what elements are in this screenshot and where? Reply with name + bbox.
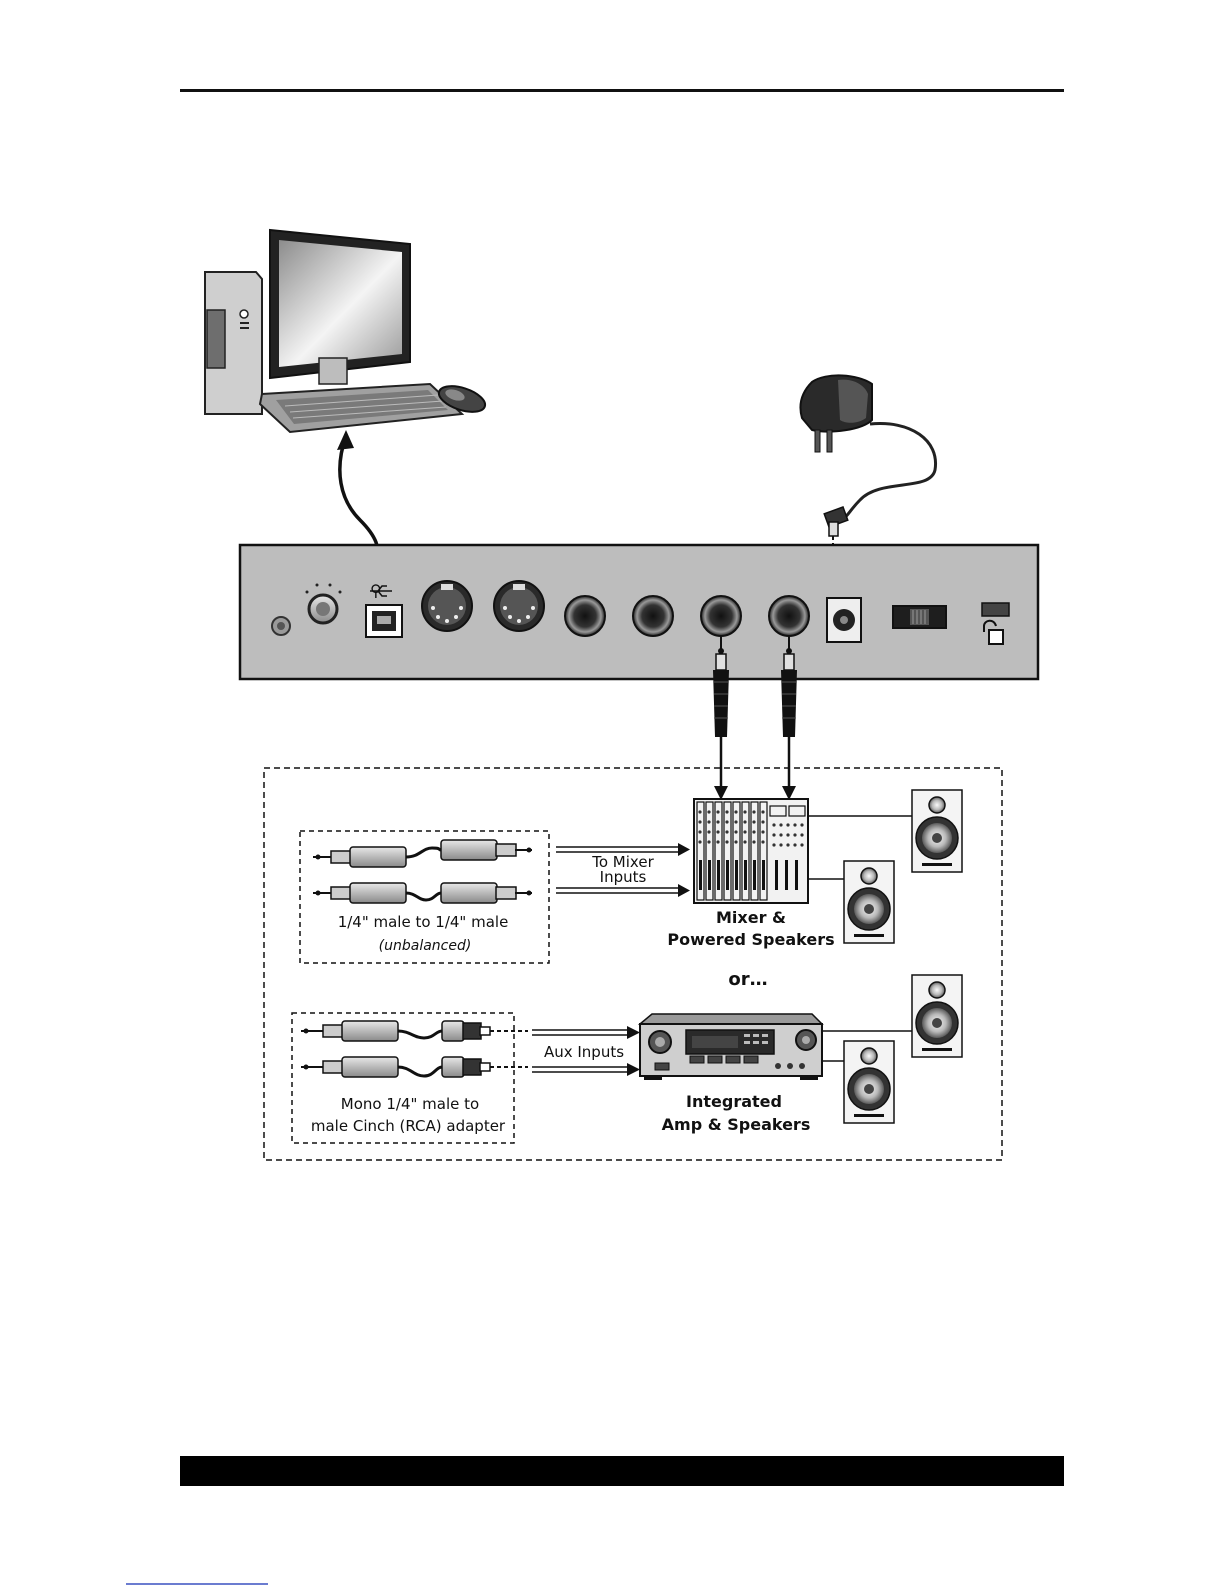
audio-jack-4 (769, 596, 809, 636)
power-switch (893, 606, 946, 628)
integrated-amp-illustration (640, 1014, 822, 1080)
powered-speaker-1 (912, 790, 962, 872)
powered-speaker-2 (844, 861, 894, 943)
mixer-caption-line1: Mixer & (716, 908, 786, 927)
to-mixer-label-line2: Inputs (600, 868, 647, 886)
audio-jack-1 (565, 596, 605, 636)
audio-jack-2 (633, 596, 673, 636)
amp-caption-line1: Integrated (686, 1092, 782, 1111)
amp-speaker-1 (912, 975, 962, 1057)
cable2-caption-line1: Mono 1/4" male to (341, 1095, 479, 1113)
amp-speaker-2 (844, 1041, 894, 1123)
rca-adapter-cable-b (301, 1057, 528, 1077)
quarter-inch-cable-b (313, 883, 532, 903)
header-rule (180, 89, 1064, 92)
cable1-caption-line1: 1/4" male to 1/4" male (338, 913, 509, 931)
usb-connection-arrow (340, 436, 378, 560)
dc-power-jack (827, 598, 861, 642)
rca-adapter-cable-a (301, 1021, 528, 1041)
computer-illustration (205, 230, 488, 432)
cable2-caption-line2: male Cinch (RCA) adapter (311, 1117, 506, 1135)
mixer-caption-line2: Powered Speakers (667, 930, 834, 949)
audio-jack-3 (701, 596, 741, 636)
quarter-inch-cable-a (313, 840, 532, 867)
footer-bar (180, 1456, 1064, 1486)
aux-inputs-label: Aux Inputs (544, 1043, 624, 1061)
power-adapter (800, 375, 935, 572)
midi-port-2 (494, 581, 544, 631)
amp-caption-line2: Amp & Speakers (662, 1115, 811, 1134)
pc-monitor (270, 230, 410, 384)
pc-tower (205, 272, 262, 414)
device-back-panel: ⚲ (240, 545, 1038, 679)
usb-arrow-head-top (337, 430, 354, 450)
or-separator: or… (728, 969, 767, 990)
midi-port-1 (422, 581, 472, 631)
mixer-illustration (694, 799, 808, 903)
cable1-caption-line2: (unbalanced) (379, 938, 472, 954)
pc-keyboard (260, 384, 462, 432)
output-cable-left (713, 636, 729, 800)
output-cable-right (781, 636, 797, 800)
